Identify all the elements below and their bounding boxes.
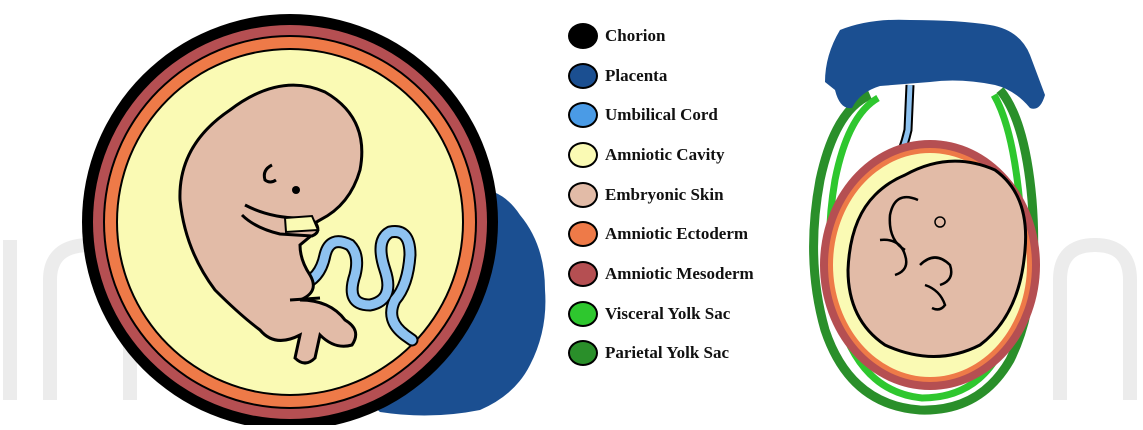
legend-item: Embryonic Skin (568, 175, 808, 215)
legend-swatch (568, 102, 598, 128)
legend-swatch (568, 63, 598, 89)
legend-label: Placenta (605, 66, 667, 86)
right-embryo-diagram (814, 20, 1045, 410)
legend-item: Umbilical Cord (568, 95, 808, 135)
legend-item: Amniotic Mesoderm (568, 254, 808, 294)
legend-item: Chorion (568, 16, 808, 56)
legend-label: Amniotic Ectoderm (605, 224, 748, 244)
legend-item: Parietal Yolk Sac (568, 334, 808, 374)
legend-swatch (568, 221, 598, 247)
legend-label: Parietal Yolk Sac (605, 343, 729, 363)
legend-item: Placenta (568, 56, 808, 96)
legend-item: Amniotic Cavity (568, 135, 808, 175)
legend-swatch (568, 23, 598, 49)
legend-swatch (568, 301, 598, 327)
legend-swatch (568, 182, 598, 208)
legend-label: Chorion (605, 26, 665, 46)
legend-item: Amniotic Ectoderm (568, 214, 808, 254)
right-placenta (825, 20, 1045, 109)
legend-swatch (568, 261, 598, 287)
legend: ChorionPlacentaUmbilical CordAmniotic Ca… (568, 16, 808, 373)
legend-swatch (568, 340, 598, 366)
legend-label: Visceral Yolk Sac (605, 304, 730, 324)
legend-label: Embryonic Skin (605, 185, 724, 205)
legend-swatch (568, 142, 598, 168)
legend-label: Amniotic Mesoderm (605, 264, 754, 284)
legend-item: Visceral Yolk Sac (568, 294, 808, 334)
legend-label: Amniotic Cavity (605, 145, 724, 165)
legend-label: Umbilical Cord (605, 105, 718, 125)
left-embryo-diagram (82, 14, 545, 425)
